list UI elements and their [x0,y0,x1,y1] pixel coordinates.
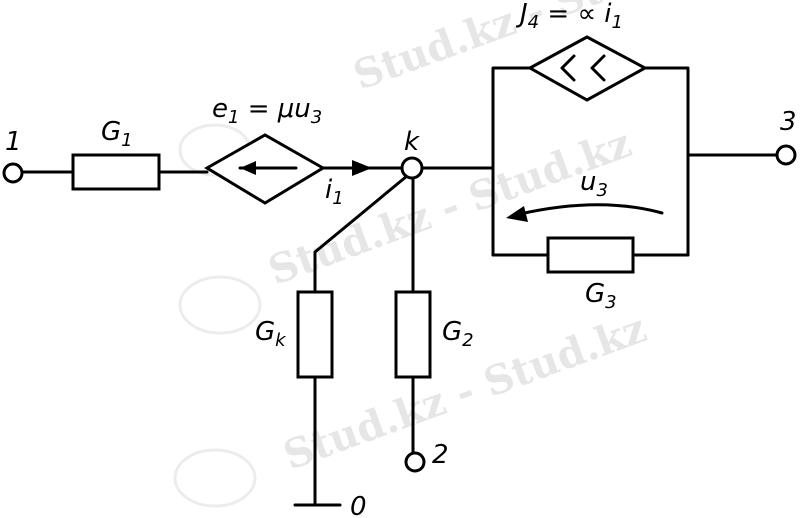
resistor-g2 [394,290,432,379]
terminal-1-label: 1 [5,127,22,157]
current-arrow-i1 [352,160,372,176]
node-k-label: k [404,127,420,157]
arrow-left-icon-u3 [506,206,528,222]
terminal-1 [2,162,24,184]
terminal-3 [775,144,797,166]
terminal-2-label: 2 [432,440,449,470]
dependent-voltage-source-e1 [204,133,326,205]
label-i1: i1 [325,175,344,209]
wires [20,66,779,507]
voltage-arrow-u3 [506,203,664,222]
label-g3: G3 [585,279,617,313]
resistor-gk [296,290,334,379]
terminal-3-label: 3 [780,107,797,137]
label-g1: G1 [101,117,133,151]
label-e1-source: e1 = μu3 [212,94,322,128]
arrow-left-icon [240,161,256,175]
resistor-g1 [71,153,161,191]
label-j4-source: J4 = ∝ i1 [515,0,623,33]
resistor-g3 [546,236,635,274]
node-k [400,156,424,180]
ground-label: 0 [350,492,367,518]
label-u3: u3 [580,167,608,201]
label-gk: Gk [255,317,287,351]
watermark: Stud.kz - Stud.kz Stud.kz - Stud.kz Stud… [173,0,722,508]
watermark-logo-icon [173,123,262,508]
chevron-left-icon [560,54,576,82]
dependent-current-source-j4 [526,35,649,102]
chevron-left-icon-2 [590,54,606,82]
label-g2: G2 [442,317,474,351]
terminal-2 [404,451,426,473]
arrow-right-icon [352,160,372,176]
